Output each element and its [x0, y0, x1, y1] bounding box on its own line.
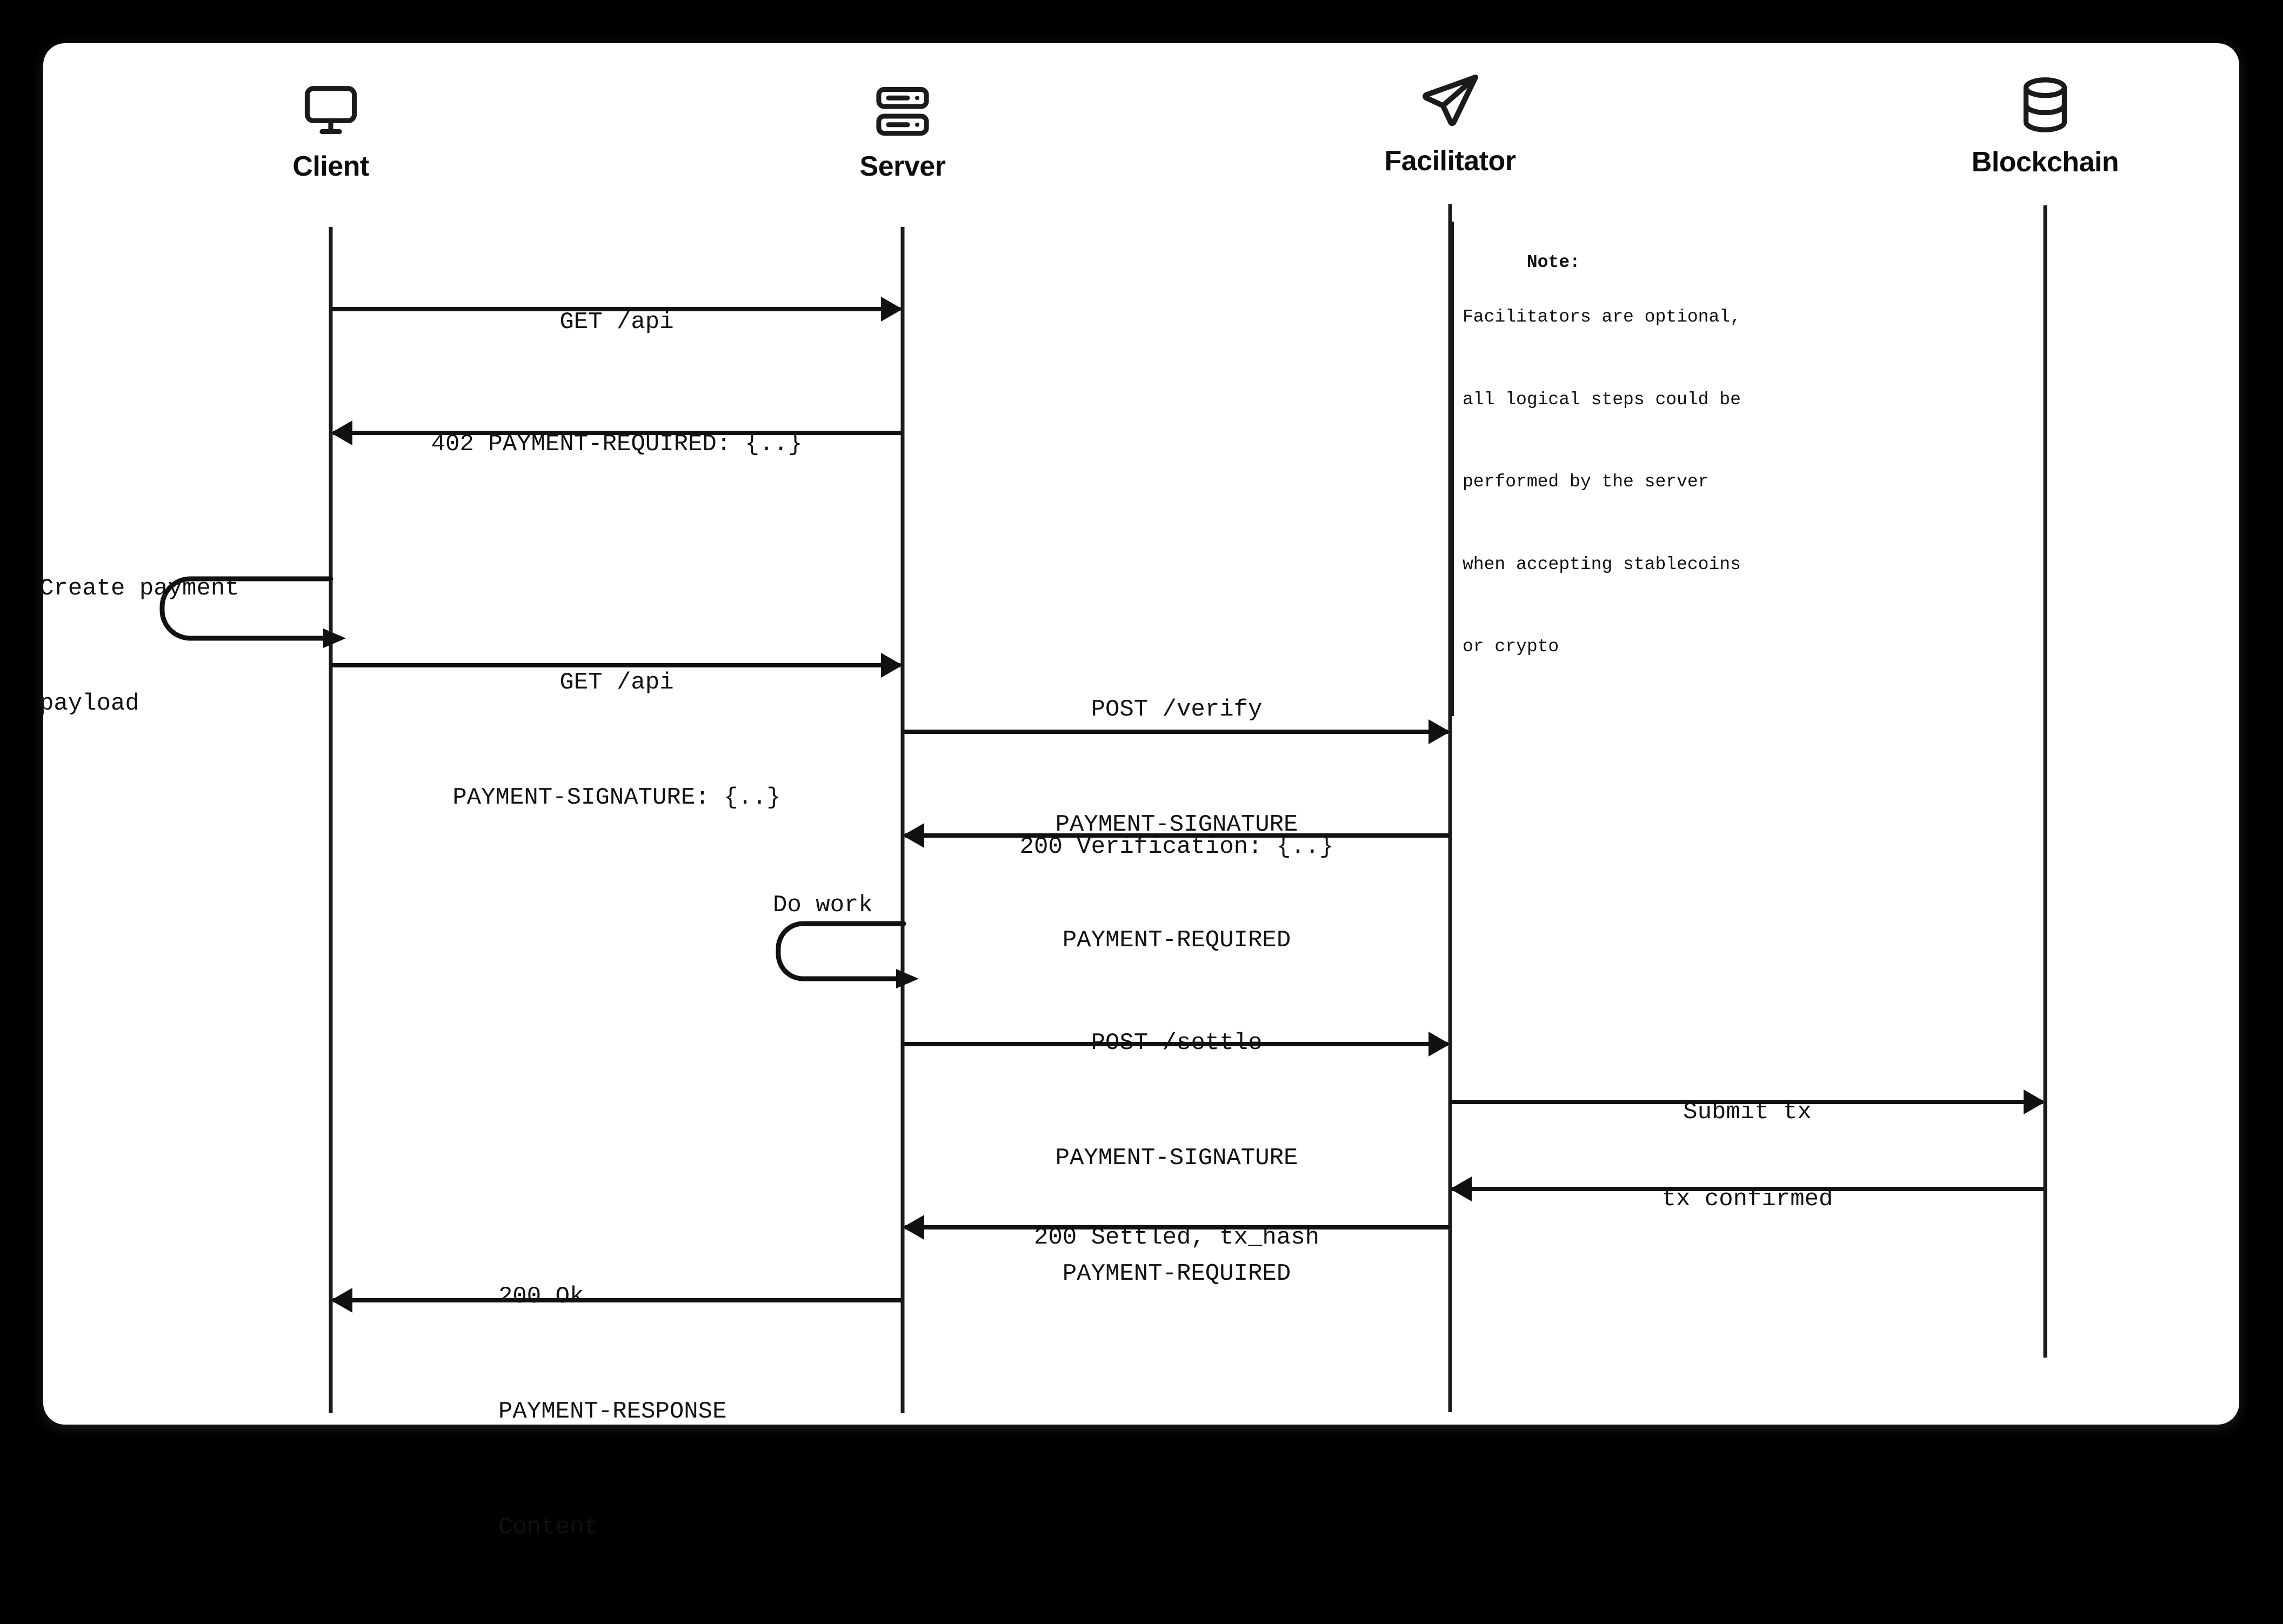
message-label-200-ok: 200 Ok PAYMENT-RESPONSE Content [498, 1200, 887, 1624]
message-label-post-verify: POST /verify PAYMENT-SIGNATURE PAYMENT-R… [1056, 613, 1298, 1037]
actor-label-server: Server [859, 151, 946, 182]
actor-label-client: Client [292, 151, 369, 182]
message-label-get-api: GET /api [559, 309, 674, 336]
lifeline-blockchain [2043, 205, 2047, 1358]
lifeline-server [900, 227, 905, 1413]
actor-blockchain[interactable]: Blockchain [1878, 71, 2213, 178]
lifeline-facilitator [1448, 204, 1452, 1412]
selfmessage-label-do-work: Do work [773, 892, 873, 919]
actor-client[interactable]: Client [163, 76, 498, 183]
actor-label-facilitator: Facilitator [1384, 145, 1517, 177]
message-label-200-settled: 200 Settled, tx_hash [1033, 1224, 1320, 1251]
message-label-line-2: PAYMENT-RESPONSE [498, 1398, 727, 1426]
note-line-5: or crypto [1463, 637, 1559, 657]
server-rack-icon [735, 76, 1070, 141]
message-label-get-api-signed: GET /api PAYMENT-SIGNATURE: {..} [452, 586, 780, 894]
actor-server[interactable]: Server [735, 76, 1070, 183]
database-cylinder-icon [1878, 71, 2213, 136]
selfloop-create-payment-payload [151, 576, 357, 648]
message-label-line-3: PAYMENT-REQUIRED [1062, 1260, 1291, 1288]
message-label-line-1: GET /api [559, 669, 674, 696]
selfmessage-label-create-payment-payload: Create payment payload [39, 492, 310, 800]
message-label-line-3: Content [498, 1514, 598, 1541]
lifeline-client [329, 227, 333, 1413]
monitor-icon [163, 76, 498, 141]
message-label-200-verification: 200 Verification: {..} [1019, 833, 1334, 860]
actor-facilitator[interactable]: Facilitator [1283, 70, 1618, 177]
note-line-3: performed by the server [1463, 472, 1709, 492]
message-label-line-2: PAYMENT-SIGNATURE [1055, 1145, 1298, 1172]
paper-plane-icon [1283, 70, 1618, 135]
selfloop-do-work [772, 920, 934, 991]
actor-label-blockchain: Blockchain [1971, 146, 2119, 178]
note-heading: Note: [1526, 252, 1580, 272]
message-label-post-settle: POST /settle PAYMENT-SIGNATURE PAYMENT-R… [1056, 947, 1298, 1371]
note-line-4: when accepting stablecoins [1463, 554, 1741, 574]
message-label-402-payment-required: 402 PAYMENT-REQUIRED: {..} [431, 431, 803, 458]
sequence-diagram: Client Server [39, 43, 2239, 1541]
message-label-line-1: POST /verify [1091, 696, 1263, 723]
message-label-line-3: PAYMENT-REQUIRED [1062, 927, 1291, 954]
note-line-1: Facilitators are optional, [1463, 307, 1741, 328]
selfmessage-label-line-1: Create payment [39, 574, 239, 602]
selfmessage-label-line-2: payload [39, 690, 139, 718]
message-label-submit-tx: Submit tx [1683, 1099, 1812, 1126]
message-label-tx-confirmed: tx confirmed [1661, 1186, 1833, 1213]
message-label-line-1: 200 Ok [498, 1282, 584, 1310]
message-label-line-2: PAYMENT-SIGNATURE: {..} [452, 784, 781, 812]
diagram-card: Client Server [39, 43, 2239, 1541]
note-line-2: all logical steps could be [1463, 389, 1741, 410]
note-facilitator-optional: Note: Facilitators are optional, all log… [1450, 222, 1765, 716]
